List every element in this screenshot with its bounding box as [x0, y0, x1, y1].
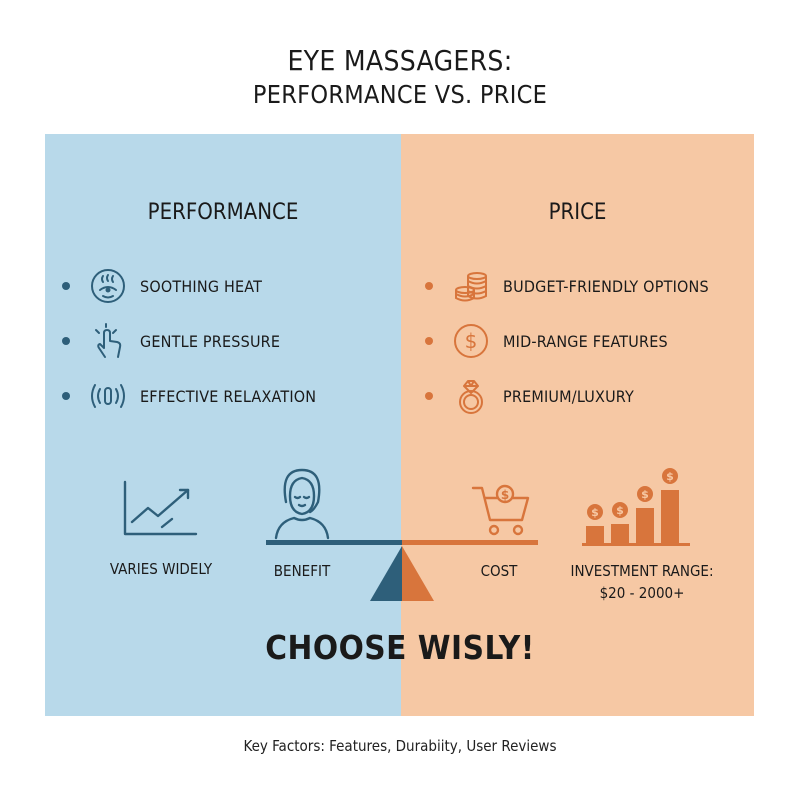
svg-text:$: $: [641, 488, 649, 501]
price-item-label: BUDGET-FRIENDLY OPTIONS: [503, 276, 709, 296]
beam-left: [266, 540, 402, 545]
pressing-hand-icon: [95, 323, 122, 358]
diamond-ring-icon: [459, 380, 483, 414]
svg-text:$: $: [465, 329, 478, 353]
performance-item-label: GENTLE PRESSURE: [140, 331, 281, 351]
cost-caption: COST: [480, 562, 518, 580]
price-item-budget: BUDGET-FRIENDLY OPTIONS: [425, 266, 709, 306]
bullet-dot: [62, 392, 70, 400]
title-line-2: PERFORMANCE VS. PRICE: [252, 80, 548, 109]
balance-scale: [266, 540, 538, 601]
investment-caption: INVESTMENT RANGE: $20 - 2000+: [560, 560, 724, 604]
fulcrum-right: [402, 546, 434, 601]
rising-cost-bars-icon: $ $ $ $: [582, 468, 690, 546]
investment-label: INVESTMENT RANGE:: [570, 562, 714, 580]
performance-item-pressure: GENTLE PRESSURE: [62, 321, 280, 361]
performance-item-heat: SOOTHING HEAT: [62, 266, 262, 306]
price-item-label: MID-RANGE FEATURES: [503, 331, 668, 351]
price-item-label: PREMIUM/LUXURY: [503, 386, 634, 406]
key-factors-footer: Key Factors: Features, Durabiity, User R…: [243, 737, 557, 755]
performance-panel: [45, 134, 401, 716]
shopping-cart-icon: $: [471, 484, 530, 536]
price-panel: [401, 134, 754, 716]
bullet-dot: [62, 282, 70, 290]
price-heading: PRICE: [548, 200, 607, 225]
performance-item-label: SOOTHING HEAT: [140, 276, 263, 296]
coin-stack-icon: [455, 272, 487, 302]
bullet-dot: [425, 282, 433, 290]
heat-face-icon: [91, 269, 125, 303]
relaxed-person-icon: [274, 468, 330, 540]
trend-chart-icon: [123, 480, 198, 536]
svg-text:$: $: [616, 504, 624, 517]
price-item-premium: PREMIUM/LUXURY: [425, 376, 634, 416]
title-line-1: EYE MASSAGERS:: [287, 44, 513, 77]
bullet-dot: [425, 337, 433, 345]
beam-right: [402, 540, 538, 545]
vibration-waves-icon: [91, 384, 125, 408]
benefit-caption: BENEFIT: [273, 562, 331, 580]
svg-text:$: $: [591, 506, 599, 519]
performance-item-label: EFFECTIVE RELAXATION: [140, 386, 317, 406]
choose-wisely-banner: CHOOSE WISLY!: [265, 628, 535, 667]
trend-caption: VARIES WIDELY: [109, 560, 213, 578]
performance-heading: PERFORMANCE: [147, 200, 299, 225]
bullet-dot: [62, 337, 70, 345]
bullet-dot: [425, 392, 433, 400]
fulcrum-left: [370, 546, 402, 601]
investment-range: $20 - 2000+: [599, 584, 685, 602]
svg-text:$: $: [666, 470, 674, 483]
svg-text:$: $: [501, 488, 509, 502]
price-item-midrange: $ MID-RANGE FEATURES: [425, 321, 668, 361]
dollar-coin-icon: $: [454, 324, 488, 358]
performance-item-relaxation: EFFECTIVE RELAXATION: [62, 376, 316, 416]
